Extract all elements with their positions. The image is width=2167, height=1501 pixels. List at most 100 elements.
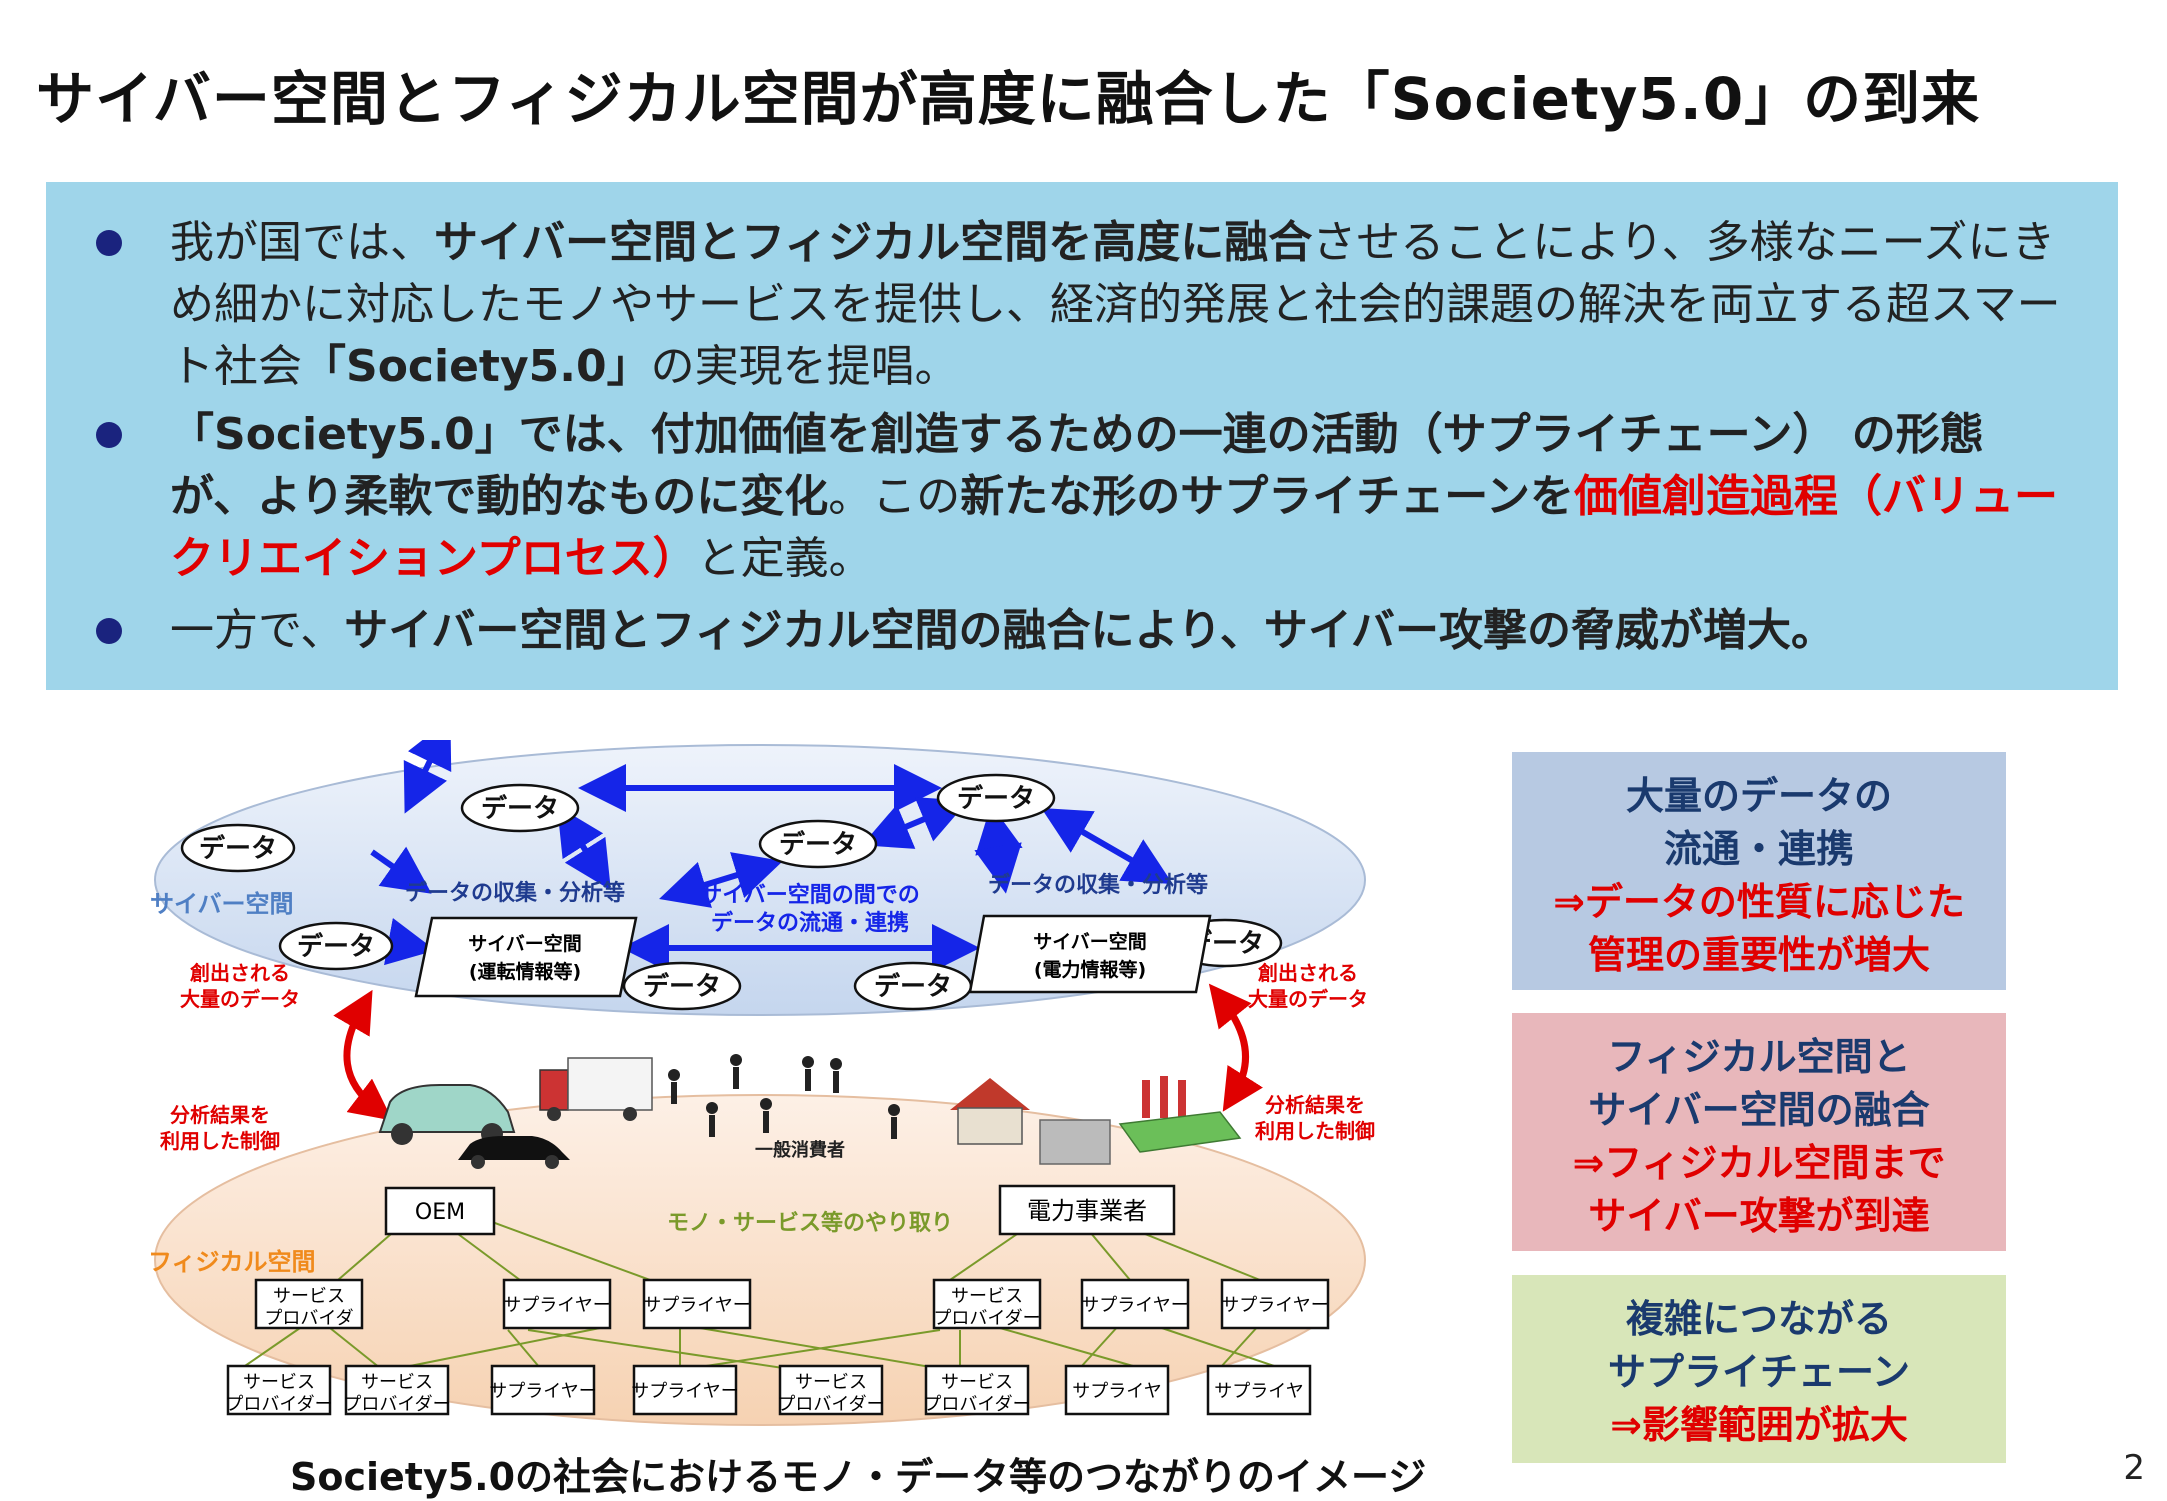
bullet-2-part-2: 。この [828, 471, 961, 522]
supply-node-label: サービス [273, 1286, 345, 1307]
supply-node: サプライヤ [1064, 1364, 1170, 1416]
control-right-1: 分析結果を [1265, 1093, 1365, 1117]
supply-node-label: サプライヤー [1081, 1295, 1188, 1316]
side-box-2-line-2: サイバー空間の融合 [1588, 1088, 1930, 1132]
side-box-3-line-2: サプライチェーン [1607, 1350, 1911, 1394]
supply-node-label: サプライヤ [1214, 1381, 1303, 1402]
red-loop-arrow-left [333, 989, 393, 1121]
power-plant-icon [1039, 1076, 1242, 1165]
supplier-nodes-row1: サービスプロバイダサプライヤーサプライヤーサービスプロバイダーサプライヤーサプラ… [254, 1278, 1330, 1330]
created-right-2: 大量のデータ [1248, 987, 1368, 1011]
supply-node: サプライヤー [1220, 1278, 1330, 1330]
supply-node-label: プロバイダー [343, 1394, 450, 1415]
created-left-2: 大量のデータ [180, 987, 300, 1011]
bullet-1-text: 我が国では、サイバー空間とフィジカル空間を高度に融合させることにより、多様なニー… [170, 212, 2066, 398]
bullet-2-part-1: 「Society5.0」では、付加価値を創造するための一連の活動（サプライチェー… [170, 409, 1984, 522]
collect-right-label: データの収集・分析等 [988, 872, 1208, 898]
collect-left-label: データの収集・分析等 [405, 880, 625, 906]
data-node: データ [936, 773, 1056, 823]
supply-node-label: サービス [795, 1372, 867, 1393]
truck-icon [539, 1057, 653, 1121]
cyber-box-left: サイバー空間 (運転情報等) [414, 916, 638, 998]
bullet-2-text: 「Society5.0」では、付加価値を創造するための一連の活動（サプライチェー… [170, 404, 2066, 590]
sedan-icon [458, 1136, 570, 1169]
side-box-1-line-3: ⇒データの性質に応じた [1553, 880, 1965, 924]
power-company-label: 電力事業者 [1027, 1197, 1147, 1225]
data-label: データ [874, 971, 952, 1002]
side-box-1-line-4: 管理の重要性が増大 [1587, 933, 1930, 977]
bullet-1-part-3: させることにより、多様なニーズにきめ細かに対応したモノやサービスを提供し、経済的… [170, 217, 2061, 392]
supply-node: サプライヤー [489, 1364, 597, 1416]
supply-node-label: プロバイダー [923, 1394, 1030, 1415]
bullet-1-part-4: 「Society5.0」 [302, 341, 651, 392]
side-box-3-line-1: 複雑につながる [1625, 1297, 1892, 1341]
bullet-2: 「Society5.0」では、付加価値を創造するための一連の活動（サプライチェー… [96, 404, 2066, 590]
side-box-2-line-3: ⇒フィジカル空間まで [1572, 1141, 1946, 1185]
arrow [861, 797, 969, 849]
data-label: データ [199, 833, 277, 864]
middle-flow-label-2: データの流通・連携 [711, 910, 909, 936]
middle-flow-label-1: サイバー空間の間での [700, 882, 920, 908]
people-icon [668, 1054, 900, 1139]
side-box-supplychain: 複雑につながる サプライチェーン ⇒影響範囲が拡大 [1512, 1275, 2006, 1463]
data-label: データ [957, 783, 1035, 814]
bullet-1: 我が国では、サイバー空間とフィジカル空間を高度に融合させることにより、多様なニー… [96, 212, 2066, 398]
data-flow-arrows [370, 740, 1173, 972]
arrow [1041, 807, 1173, 885]
arrow [403, 740, 452, 814]
supply-node-label: プロバイダー [777, 1394, 884, 1415]
bullet-2-part-3: 新たな形のサプライチェーンを [960, 471, 1575, 522]
supply-node-label: サプライヤー [643, 1295, 750, 1316]
bullet-dot [96, 422, 122, 448]
control-right-2: 利用した制御 [1255, 1119, 1375, 1143]
diagram-caption: Society5.0の社会におけるモノ・データ等のつながりのイメージ [290, 1455, 1427, 1499]
cyber-space-label: サイバー空間 [150, 890, 294, 918]
data-node: データ [853, 961, 973, 1011]
arrow [557, 805, 611, 891]
bullet-dot [96, 618, 122, 644]
supply-node-label: サプライヤー [503, 1295, 610, 1316]
cyber-box-left-title: サイバー空間 [468, 932, 582, 955]
supply-node-label: サプライヤー [489, 1381, 596, 1402]
data-node: データ [180, 823, 296, 873]
oem-label: OEM [415, 1200, 465, 1225]
power-company-node: 電力事業者 [998, 1184, 1176, 1236]
summary-panel [46, 182, 2118, 690]
supply-node-label: プロバイダー [933, 1308, 1040, 1329]
page-title: サイバー空間とフィジカル空間が高度に融合した「Society5.0」の到来 [36, 65, 1981, 133]
side-box-2-line-1: フィジカル空間と [1607, 1035, 1911, 1079]
bullet-3-part-1: 一方で、 [170, 605, 345, 656]
supply-node: サプライヤー [502, 1278, 612, 1330]
bullet-1-part-2: サイバー空間とフィジカル空間を高度に融合 [434, 217, 1313, 268]
data-node: データ [622, 961, 742, 1011]
physical-space-ellipse [154, 1094, 1366, 1426]
supply-node: サプライヤー [1080, 1278, 1190, 1330]
supply-node-label: プロバイダー [225, 1394, 332, 1415]
supply-node-label: サービス [951, 1286, 1023, 1307]
arrow [659, 852, 783, 908]
data-node: データ [460, 783, 580, 833]
supply-node-label: サービス [243, 1372, 315, 1393]
supply-node: サプライヤー [642, 1278, 752, 1330]
physical-space-label: フィジカル空間 [148, 1248, 316, 1276]
supplier-nodes-row2: サービスプロバイダーサービスプロバイダーサプライヤーサプライヤーサービスプロバイ… [225, 1364, 1312, 1416]
control-left-1: 分析結果を [170, 1103, 270, 1127]
page-number: 2 [2123, 1448, 2145, 1488]
cyber-box-right-sub: (電力情報等) [1034, 958, 1146, 981]
supply-node: サプライヤ [1206, 1364, 1312, 1416]
data-label: データ [481, 793, 559, 824]
supply-node-label: サプライヤー [631, 1381, 738, 1402]
supply-node-label: サービス [361, 1372, 433, 1393]
side-box-3-line-3: ⇒影響範囲が拡大 [1610, 1403, 1908, 1447]
bullet-3-part-2: サイバー空間とフィジカル空間の融合により、サイバー攻撃の脅威が増大。 [344, 605, 1835, 656]
cyber-box-left-sub: (運転情報等) [469, 960, 581, 983]
control-left-2: 利用した制御 [160, 1129, 280, 1153]
bullet-3: 一方で、サイバー空間とフィジカル空間の融合により、サイバー攻撃の脅威が増大。 [96, 600, 2066, 662]
data-node: データ [278, 921, 394, 971]
supply-node-label: サプライヤー [1221, 1295, 1328, 1316]
arrow [974, 804, 1023, 894]
